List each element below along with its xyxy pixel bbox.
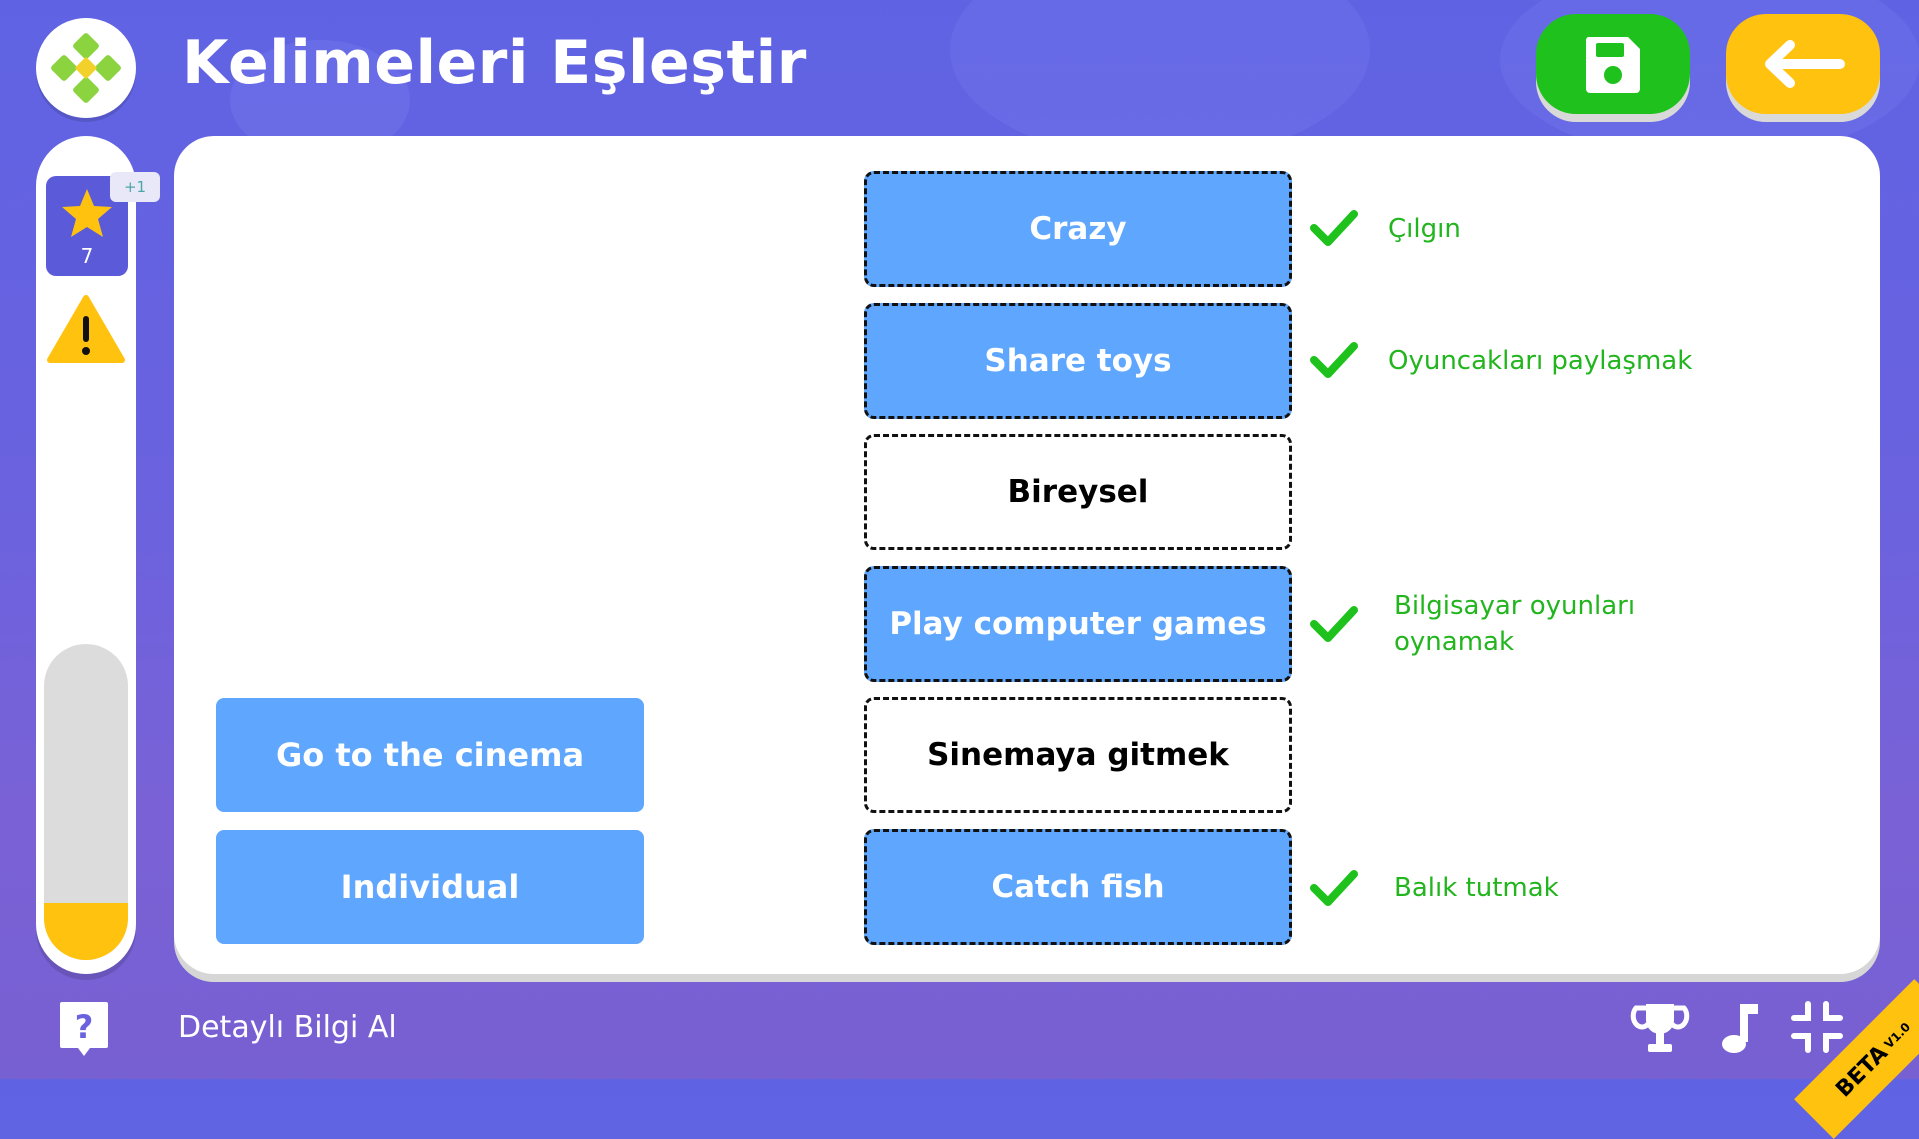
exit-fullscreen-icon[interactable]	[1790, 1000, 1844, 1058]
translation-text: Balık tutmak	[1394, 873, 1559, 903]
back-button[interactable]	[1726, 14, 1880, 114]
music-note-icon[interactable]	[1716, 1000, 1760, 1060]
question-icon: ?	[60, 1002, 108, 1056]
trophy-icon[interactable]	[1630, 1000, 1690, 1060]
word-card-individual[interactable]: Individual	[216, 830, 644, 944]
drop-slot[interactable]: Share toys	[864, 303, 1292, 419]
points-badge: +1	[110, 172, 160, 202]
translation-text: Çılgın	[1388, 214, 1461, 244]
version-label: V1.0	[1881, 1019, 1914, 1052]
star-count: 7	[80, 244, 94, 268]
help-button[interactable]: ?	[58, 1000, 110, 1058]
drop-slot[interactable]: Bireysel	[864, 434, 1292, 550]
translation-text: Bilgisayar oyunları oynamak	[1394, 591, 1636, 657]
page-title: Kelimeleri Eşleştir	[182, 28, 807, 98]
drop-slot[interactable]: Crazy	[864, 171, 1292, 287]
diamond-grid-icon	[51, 33, 121, 103]
svg-text:?: ?	[75, 1008, 94, 1046]
sidebar: 7 +1	[36, 136, 160, 974]
checkmark-icon	[1310, 342, 1358, 378]
drop-slot[interactable]: Play computer games	[864, 566, 1292, 682]
progress-bar	[44, 644, 128, 960]
warning-icon[interactable]	[46, 294, 126, 370]
checkmark-icon	[1310, 606, 1358, 642]
progress-fill	[44, 903, 128, 960]
drop-slot[interactable]: Sinemaya gitmek	[864, 697, 1292, 813]
app-logo[interactable]	[36, 18, 136, 118]
arrow-left-icon	[1765, 40, 1845, 88]
floppy-disk-icon	[1585, 37, 1640, 93]
help-label[interactable]: Detaylı Bilgi Al	[178, 1010, 397, 1045]
checkmark-icon	[1310, 870, 1358, 906]
save-button[interactable]	[1536, 14, 1690, 114]
drop-slot[interactable]: Catch fish	[864, 829, 1292, 945]
word-card-go-to-the-cinema[interactable]: Go to the cinema	[216, 698, 644, 812]
star-icon	[62, 189, 112, 237]
translation-text: Oyuncakları paylaşmak	[1388, 346, 1693, 376]
checkmark-icon	[1310, 210, 1358, 246]
